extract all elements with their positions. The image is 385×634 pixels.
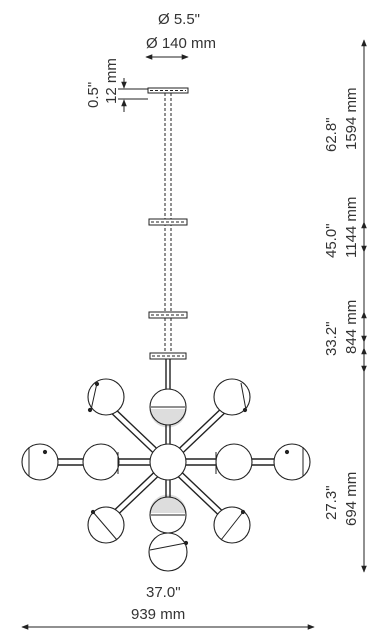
- height-1-inches: 62.8": [323, 117, 340, 152]
- globe-upper-left: [87, 378, 125, 416]
- height-2-mm: 1144 mm: [343, 197, 360, 258]
- canopy-height-mm: 12 mm: [103, 58, 120, 104]
- width-mm: 939 mm: [131, 606, 185, 623]
- height-4-mm: 694 mm: [343, 472, 360, 526]
- canopy: [147, 87, 189, 94]
- canopy-diameter-mm: Ø 140 mm: [146, 35, 216, 52]
- center-hub: [149, 443, 187, 481]
- canopy-height-inches: 0.5": [85, 82, 102, 108]
- globe-far-left: [21, 443, 59, 481]
- rod-connector-2: [148, 311, 188, 319]
- height-4-inches: 27.3": [323, 485, 340, 520]
- width-inches: 37.0": [146, 584, 181, 601]
- height-2-inches: 45.0": [323, 223, 340, 258]
- canopy-diameter-inches: Ø 5.5": [158, 11, 200, 28]
- height-1-mm: 1594 mm: [343, 87, 360, 150]
- globe-inner-left: [82, 443, 120, 481]
- rod-connector-3: [149, 352, 187, 360]
- height-3-inches: 33.2": [323, 321, 340, 356]
- globes: [21, 378, 311, 572]
- globe-inner-right: [215, 443, 253, 481]
- height-3-mm: 844 mm: [343, 300, 360, 354]
- rod-connector-1: [148, 218, 188, 226]
- globe-lower-right: [213, 506, 251, 544]
- globe-details: [28, 381, 304, 551]
- globe-far-right: [273, 443, 311, 481]
- globe-upper-right: [213, 378, 251, 416]
- globe-bottom: [148, 532, 188, 572]
